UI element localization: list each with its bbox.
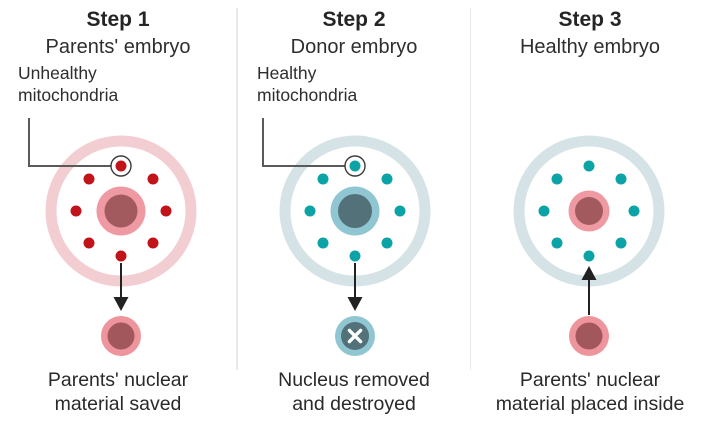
unhealthy-mitochondrion-dot xyxy=(70,205,82,217)
healthy-mitochondrion-dot xyxy=(628,205,640,217)
healthy-mitochondria-label: Healthy mitochondria xyxy=(257,62,357,106)
healthy-mitochondrion-dot xyxy=(538,205,550,217)
healthy-mitochondrion-dot xyxy=(551,173,563,185)
healthy-mitochondrion-dot xyxy=(583,160,595,172)
caption-line: material saved xyxy=(54,393,182,415)
arrow-down-head xyxy=(113,297,129,311)
unhealthy-mitochondrion-dot xyxy=(83,237,95,249)
parents-nucleus-inner xyxy=(104,194,138,228)
step-title: Step 3 xyxy=(558,8,622,31)
healthy-mitochondrion-dot xyxy=(317,173,329,185)
unhealthy-mitochondria-label: Unhealthy mitochondria xyxy=(18,62,118,106)
saved-nucleus-inner xyxy=(107,322,135,350)
healthy-mitochondrion-dot xyxy=(349,160,361,172)
caption-line: Parents' nuclear xyxy=(519,369,661,391)
parents-nucleus-inner xyxy=(575,197,603,225)
x-icon xyxy=(347,328,363,344)
label-line: Healthy xyxy=(257,63,317,83)
step-header: Step 1 Parents' embryo xyxy=(0,7,236,60)
caption-line: material placed inside xyxy=(495,393,685,415)
step-caption: Parents' nuclear material saved xyxy=(0,368,236,416)
step-column-3: Step 3 Healthy embryo Parents' nuclear m… xyxy=(472,0,708,430)
step-column-2: Step 2 Donor embryo Healthy mitochondria xyxy=(236,0,472,430)
step-caption: Parents' nuclear material placed inside xyxy=(472,368,708,416)
callout-circle-icon xyxy=(110,155,132,177)
caption-line: Parents' nuclear xyxy=(47,369,189,391)
step-subtitle: Parents' embryo xyxy=(45,36,191,58)
step-header: Step 2 Donor embryo xyxy=(236,7,472,60)
healthy-mitochondrion-dot xyxy=(381,237,393,249)
step-header: Step 3 Healthy embryo xyxy=(472,7,708,60)
unhealthy-mitochondrion-dot xyxy=(160,205,172,217)
healthy-mitochondrion-dot xyxy=(381,173,393,185)
callout-line xyxy=(28,118,111,167)
step-title: Step 1 xyxy=(86,8,150,31)
arrow-up-head xyxy=(581,266,597,280)
unhealthy-mitochondrion-dot xyxy=(115,250,127,262)
parents-embryo-art xyxy=(28,118,197,356)
arrow-down-head xyxy=(347,297,363,311)
step-caption: Nucleus removed and destroyed xyxy=(236,368,472,416)
label-line: Unhealthy xyxy=(18,63,97,83)
healthy-mitochondrion-dot xyxy=(304,205,316,217)
inserted-nucleus-inner xyxy=(575,322,603,350)
step-column-1: Step 1 Parents' embryo Unhealthy mitocho… xyxy=(0,0,236,430)
unhealthy-mitochondrion-dot xyxy=(83,173,95,185)
step-title: Step 2 xyxy=(322,8,386,31)
caption-line: Nucleus removed xyxy=(278,369,430,391)
unhealthy-mitochondrion-dot xyxy=(147,173,159,185)
unhealthy-mitochondrion-dot xyxy=(115,160,127,172)
healthy-mitochondrion-dot xyxy=(583,250,595,262)
donor-nucleus-inner xyxy=(338,194,372,228)
callout-circle-icon xyxy=(344,155,366,177)
step-subtitle: Donor embryo xyxy=(290,36,418,58)
step-subtitle: Healthy embryo xyxy=(519,36,661,58)
healthy-embryo-art xyxy=(513,135,665,356)
healthy-mitochondrion-dot xyxy=(615,237,627,249)
donor-embryo-art xyxy=(262,118,431,356)
unhealthy-mitochondrion-dot xyxy=(147,237,159,249)
column-divider xyxy=(469,8,471,370)
column-divider xyxy=(236,8,238,370)
label-line: mitochondria xyxy=(257,85,358,105)
caption-line: and destroyed xyxy=(292,393,416,415)
healthy-mitochondrion-dot xyxy=(551,237,563,249)
callout-line xyxy=(262,118,345,167)
healthy-mitochondrion-dot xyxy=(317,237,329,249)
label-line: mitochondria xyxy=(18,85,119,105)
healthy-mitochondrion-dot xyxy=(394,205,406,217)
healthy-mitochondrion-dot xyxy=(615,173,627,185)
healthy-mitochondrion-dot xyxy=(349,250,361,262)
